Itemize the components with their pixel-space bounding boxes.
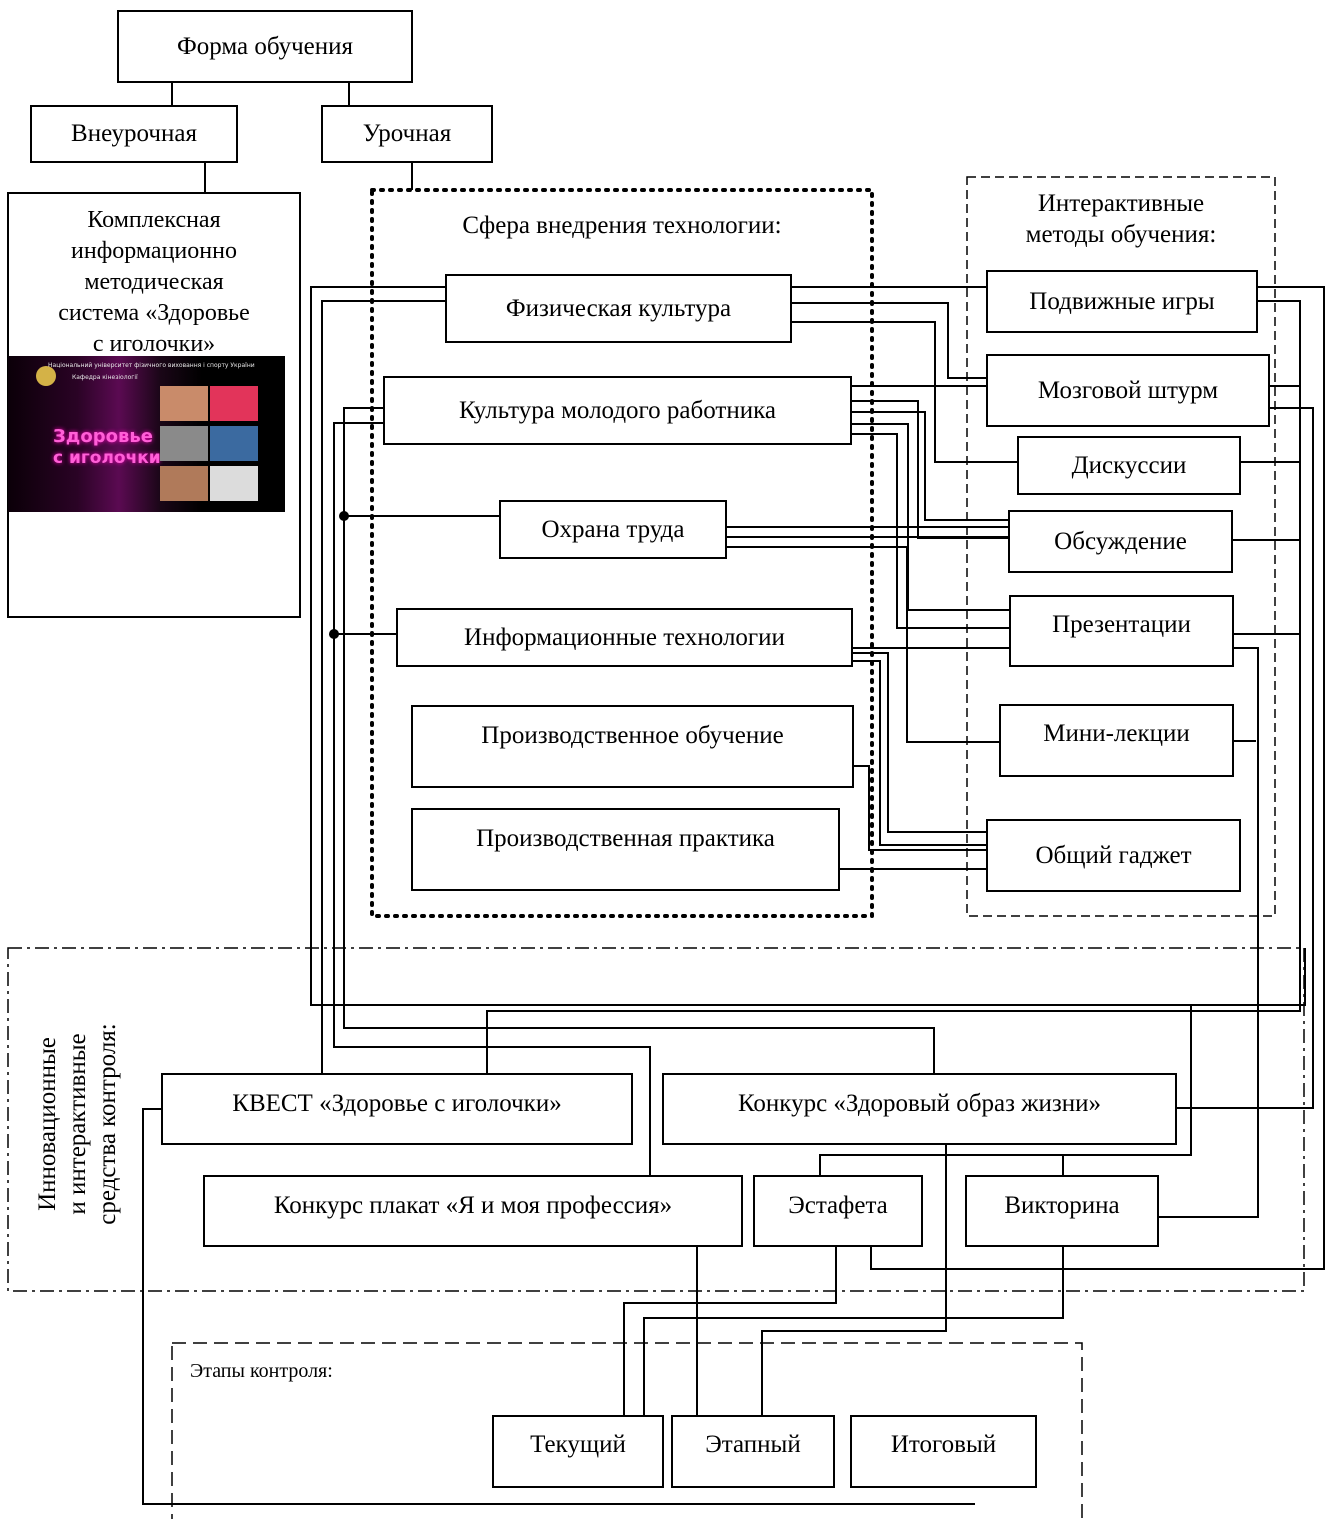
stage-label: Текущий — [530, 1431, 626, 1458]
system-line-1: Комплексная — [87, 207, 221, 233]
method-debate: Обсуждение — [1008, 510, 1233, 573]
form-title: Форма обучения — [176, 32, 354, 60]
university-emblem-icon — [36, 366, 56, 386]
control-title: Инновационные и интерактивные средства к… — [33, 993, 123, 1255]
stage-label: Этапный — [705, 1431, 801, 1458]
cover-dept: Кафедра кінезіології — [72, 374, 138, 381]
sphere-item-physical-culture: Физическая культура — [445, 274, 792, 343]
methods-title: Интерактивные методы обучения: — [970, 188, 1272, 250]
cover-subtitle: с иголочки — [53, 448, 161, 468]
sphere-item-industrial-practice: Производственная практика — [411, 808, 840, 891]
sphere-item-label: Производственное обучение — [481, 722, 784, 749]
cover-header: Національний університет фізичного вихов… — [48, 362, 255, 369]
methods-title-line-2: методы обучения: — [1025, 221, 1217, 248]
control-title-line-2: и интерактивные — [64, 1033, 91, 1215]
form-title-box: Форма обучения — [117, 10, 413, 83]
cover-photo-icon — [160, 386, 208, 421]
sphere-item-label: Охрана труда — [541, 515, 685, 543]
sphere-item-label: Физическая культура — [505, 294, 732, 322]
cover-title: Здоровье — [53, 426, 153, 447]
sphere-item-industrial-training: Производственное обучение — [411, 705, 854, 788]
control-item-quest: КВЕСТ «Здоровье с иголочки» — [161, 1073, 633, 1145]
control-group-frame — [7, 947, 1305, 1292]
control-item-poster-contest: Конкурс плакат «Я и моя профессия» — [203, 1175, 743, 1247]
control-item-healthy-lifestyle-contest: Конкурс «Здоровый образ жизни» — [662, 1073, 1177, 1145]
stages-group-frame — [171, 1342, 1083, 1519]
cover-photo-icon — [210, 386, 258, 421]
cover-photo-icon — [210, 466, 258, 501]
method-label: Подвижные игры — [1029, 287, 1215, 315]
stage-label: Итоговый — [890, 1431, 997, 1458]
method-discussions: Дискуссии — [1017, 436, 1241, 495]
classroom-box: Урочная — [321, 105, 493, 163]
stage-current: Текущий — [492, 1415, 664, 1488]
sphere-item-label: Производственная практика — [476, 825, 775, 852]
control-item-relay: Эстафета — [753, 1175, 923, 1247]
method-label: Мозговой штурм — [1037, 376, 1219, 404]
method-mini-lectures: Мини-лекции — [999, 704, 1234, 777]
method-label: Презентации — [1052, 611, 1191, 638]
cover-photo-icon — [210, 426, 258, 461]
stages-title: Этапы контроля: — [190, 1360, 333, 1382]
methods-title-line-1: Интерактивные — [1037, 190, 1205, 217]
extracurricular-box: Внеурочная — [30, 105, 238, 163]
sphere-group-frame — [370, 188, 874, 918]
extracurricular-label: Внеурочная — [71, 120, 197, 147]
sphere-item-young-worker-culture: Культура молодого работника — [383, 376, 852, 445]
sphere-item-labor-protection: Охрана труда — [499, 500, 727, 559]
method-presentations: Презентации — [1009, 595, 1234, 667]
method-label: Мини-лекции — [1043, 720, 1190, 747]
method-outdoor-games: Подвижные игры — [986, 270, 1258, 333]
classroom-label: Урочная — [362, 120, 452, 147]
sphere-item-label: Информационные технологии — [464, 623, 785, 651]
control-item-label: Эстафета — [788, 1192, 888, 1219]
control-title-line-1: Инновационные — [34, 1037, 61, 1211]
system-line-2: информационно — [71, 238, 237, 264]
methods-group-frame — [966, 176, 1276, 917]
method-label: Общий гаджет — [1035, 841, 1192, 869]
system-line-4: система «Здоровье — [58, 300, 250, 326]
sphere-item-it: Информационные технологии — [396, 608, 853, 667]
control-item-label: Конкурс плакат «Я и моя профессия» — [273, 1192, 673, 1219]
system-line-5: с иголочки» — [92, 331, 216, 357]
method-shared-gadget: Общий гаджет — [986, 819, 1241, 892]
control-title-line-3: средства контроля: — [94, 1023, 121, 1225]
stage-final: Итоговый — [850, 1415, 1037, 1488]
method-label: Обсуждение — [1054, 527, 1187, 555]
control-item-label: Конкурс «Здоровый образ жизни» — [737, 1090, 1102, 1117]
system-cover-image: Національний університет фізичного вихов… — [8, 356, 285, 512]
control-item-label: Викторина — [1004, 1192, 1120, 1219]
method-label: Дискуссии — [1071, 451, 1187, 479]
stage-intermediate: Этапный — [671, 1415, 835, 1488]
sphere-title: Сфера внедрения технологии: — [462, 212, 782, 239]
system-line-3: методическая — [84, 269, 224, 295]
cover-photo-icon — [160, 466, 208, 501]
control-item-label: КВЕСТ «Здоровье с иголочки» — [232, 1090, 562, 1117]
method-brainstorm: Мозговой штурм — [986, 354, 1270, 427]
control-item-quiz: Викторина — [965, 1175, 1159, 1247]
cover-photo-icon — [160, 426, 208, 461]
sphere-item-label: Культура молодого работника — [459, 396, 776, 424]
